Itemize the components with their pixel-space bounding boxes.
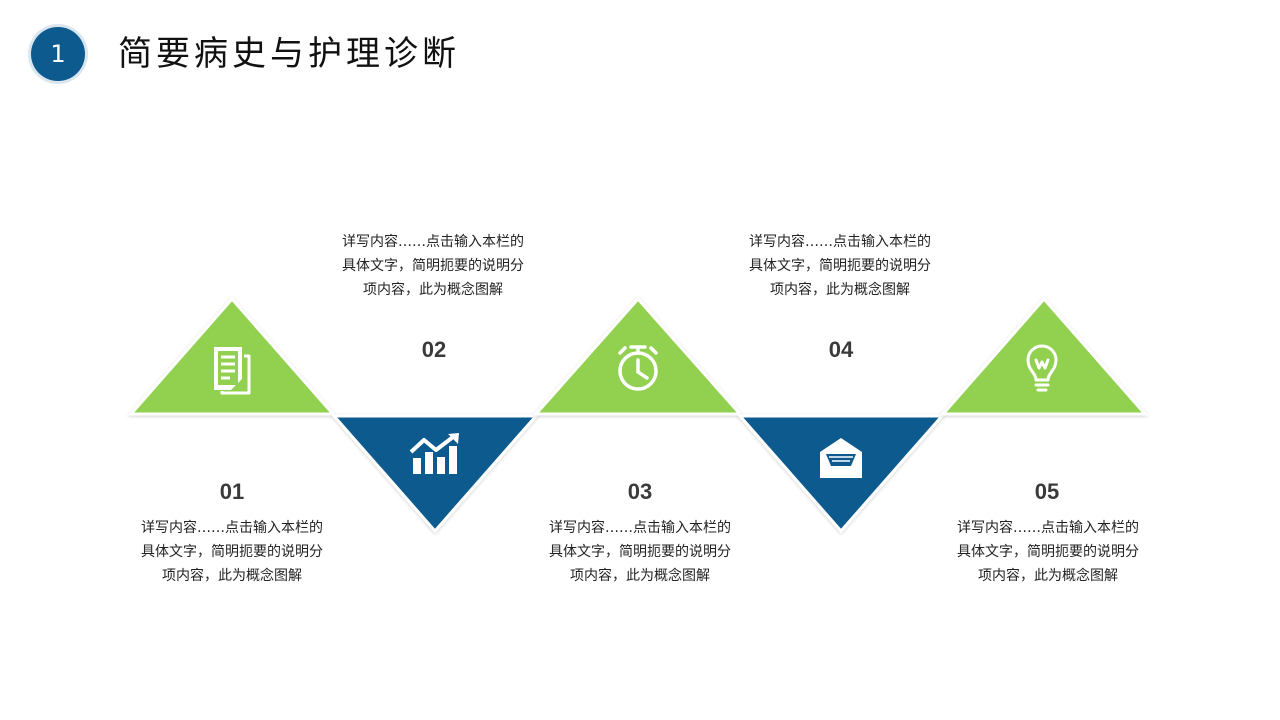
triangle-down-blue bbox=[330, 414, 540, 534]
step-01-shape bbox=[127, 296, 337, 416]
envelope-icon bbox=[820, 438, 862, 478]
page-title: 简要病史与护理诊断 bbox=[118, 34, 460, 74]
step-description-02: 详写内容……点击输入本栏的具体文字，简明扼要的说明分项内容，此为概念图解 bbox=[342, 234, 524, 298]
step-03-shape bbox=[532, 296, 744, 416]
step-description-03: 详写内容……点击输入本栏的具体文字，简明扼要的说明分项内容，此为概念图解 bbox=[549, 520, 731, 584]
step-description-04: 详写内容……点击输入本栏的具体文字，简明扼要的说明分项内容，此为概念图解 bbox=[749, 234, 931, 298]
step-number-04: 04 bbox=[828, 337, 854, 362]
step-number-01: 01 bbox=[219, 479, 245, 504]
step-description-01: 详写内容……点击输入本栏的具体文字，简明扼要的说明分项内容，此为概念图解 bbox=[141, 520, 323, 584]
lightbulb-icon bbox=[1026, 344, 1058, 392]
stopwatch-icon bbox=[618, 345, 658, 391]
step-number-02: 02 bbox=[421, 337, 447, 362]
step-02-shape bbox=[330, 414, 540, 534]
step-04-shape bbox=[736, 414, 946, 534]
triangle-up-green bbox=[939, 296, 1149, 416]
step-number-05: 05 bbox=[1034, 479, 1060, 504]
triangle-up-green bbox=[532, 296, 744, 416]
step-number-03: 03 bbox=[627, 479, 653, 504]
section-number-badge: 1 bbox=[31, 27, 85, 81]
document-icon bbox=[214, 347, 251, 395]
growth-chart-icon bbox=[409, 433, 459, 474]
step-description-05: 详写内容……点击输入本栏的具体文字，简明扼要的说明分项内容，此为概念图解 bbox=[957, 520, 1139, 584]
step-05-shape bbox=[939, 296, 1149, 416]
